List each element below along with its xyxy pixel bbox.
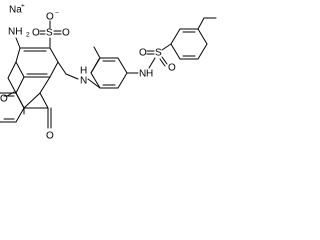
ring-to-amine-bond <box>57 61 67 75</box>
methyl-bond <box>93 46 101 59</box>
tosyl-ring <box>170 28 208 60</box>
molecule-svg: Na + O − O S O NH 2 O O N H N H <box>0 3 217 142</box>
sulfonate-s-label: S <box>46 28 53 39</box>
ring-b-bottom-right <box>23 92 41 109</box>
amine-bridge-left-bond <box>65 73 79 80</box>
sulfonyl-o1-label: O <box>139 48 147 59</box>
s-tolyl-bond <box>161 43 172 51</box>
sulfonyl-o2-label: O <box>168 63 176 74</box>
amino-label: NH <box>8 27 22 38</box>
sodium-charge: + <box>21 3 25 10</box>
amine-bridge-right-bond <box>87 78 101 89</box>
sulfonate-o2-label: O <box>62 28 70 39</box>
tosyl-methyl-bond-a <box>197 17 205 30</box>
sulfonate-minus-charge: − <box>55 10 59 17</box>
chemical-structure-diagram: Na + O − O S O NH 2 O O N H N H <box>0 3 217 142</box>
ketone-o2-label: O <box>46 131 54 142</box>
sulfonate-o-minus-label: O <box>46 12 54 23</box>
ketone-o1-label: O <box>0 94 8 105</box>
ring-b-lower-right <box>39 92 49 109</box>
tolyl-amine-ring <box>90 57 128 89</box>
anthraquinone-ring-c <box>15 47 59 78</box>
amine-bridge-h-label: H <box>80 66 87 77</box>
n-s-bond <box>148 57 156 69</box>
ring-b-right <box>39 76 51 94</box>
s-o2-double-a <box>161 56 168 65</box>
sulfonate-o1-label: O <box>32 28 40 39</box>
sulfonamide-h-label: H <box>146 69 153 80</box>
s-o2-double-b <box>159 58 166 67</box>
amino-ring-bond <box>15 37 21 49</box>
sulfonamide-n-label: N <box>139 69 146 80</box>
tolyl-ring-left-top <box>90 58 100 74</box>
sulfonyl-s-label: S <box>155 48 162 59</box>
anthraquinone-ring-b-left <box>7 61 25 95</box>
sodium-label: Na <box>9 5 22 16</box>
amino-subscript: 2 <box>26 32 30 39</box>
amine-bridge-n-label: N <box>80 76 87 87</box>
